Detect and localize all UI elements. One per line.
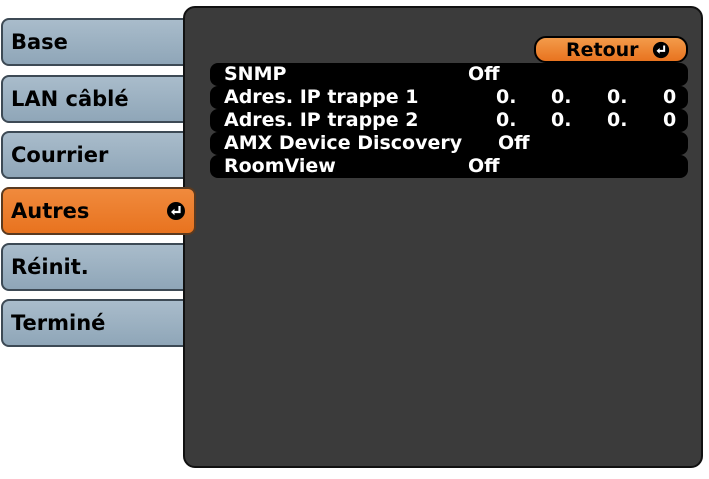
- setting-label: RoomView: [224, 155, 336, 177]
- tab-label: Base: [11, 30, 68, 54]
- setting-label: AMX Device Discovery: [224, 132, 463, 154]
- setting-value: Off: [498, 132, 530, 154]
- tab-lan-cable[interactable]: LAN câblé: [1, 75, 193, 123]
- setting-label: Adres. IP trappe 2: [224, 109, 419, 131]
- tab-label: Courrier: [11, 143, 109, 167]
- tab-label: Réinit.: [11, 255, 89, 279]
- tab-autres[interactable]: Autres: [1, 187, 196, 235]
- tab-base[interactable]: Base: [1, 18, 193, 66]
- enter-icon: [652, 41, 670, 59]
- ip-octet: 0: [663, 86, 677, 108]
- settings-list: SNMP Off Adres. IP trappe 1 0. 0. 0. 0 A…: [210, 63, 688, 178]
- ip-octet: 0.: [496, 109, 517, 131]
- tab-termine[interactable]: Terminé: [1, 299, 193, 347]
- return-button-label: Retour: [566, 38, 639, 61]
- ip-octet: 0.: [551, 86, 572, 108]
- settings-panel: Retour SNMP Off Adres. IP trappe 1 0. 0.…: [183, 6, 703, 468]
- setting-label: Adres. IP trappe 1: [224, 86, 419, 108]
- return-button[interactable]: Retour: [534, 36, 688, 63]
- tab-label: Terminé: [11, 311, 106, 335]
- setting-row-roomview[interactable]: RoomView Off: [210, 155, 688, 178]
- ip-octet: 0: [663, 109, 677, 131]
- ip-octet: 0.: [607, 109, 628, 131]
- tab-courrier[interactable]: Courrier: [1, 131, 193, 179]
- ip-octet: 0.: [551, 109, 572, 131]
- setting-row-trap-ip-2[interactable]: Adres. IP trappe 2 0. 0. 0. 0: [210, 109, 688, 132]
- ip-octet: 0.: [496, 86, 517, 108]
- tab-label: LAN câblé: [11, 87, 129, 111]
- tab-label: Autres: [11, 199, 90, 223]
- setting-row-snmp[interactable]: SNMP Off: [210, 63, 688, 86]
- ip-octet: 0.: [607, 86, 628, 108]
- enter-icon: [167, 202, 185, 220]
- setting-row-amx-device-discovery[interactable]: AMX Device Discovery Off: [210, 132, 688, 155]
- setting-label: SNMP: [224, 63, 287, 85]
- setting-value: Off: [468, 63, 500, 85]
- tab-reinit[interactable]: Réinit.: [1, 243, 193, 291]
- setting-value: Off: [468, 155, 500, 177]
- setting-row-trap-ip-1[interactable]: Adres. IP trappe 1 0. 0. 0. 0: [210, 86, 688, 109]
